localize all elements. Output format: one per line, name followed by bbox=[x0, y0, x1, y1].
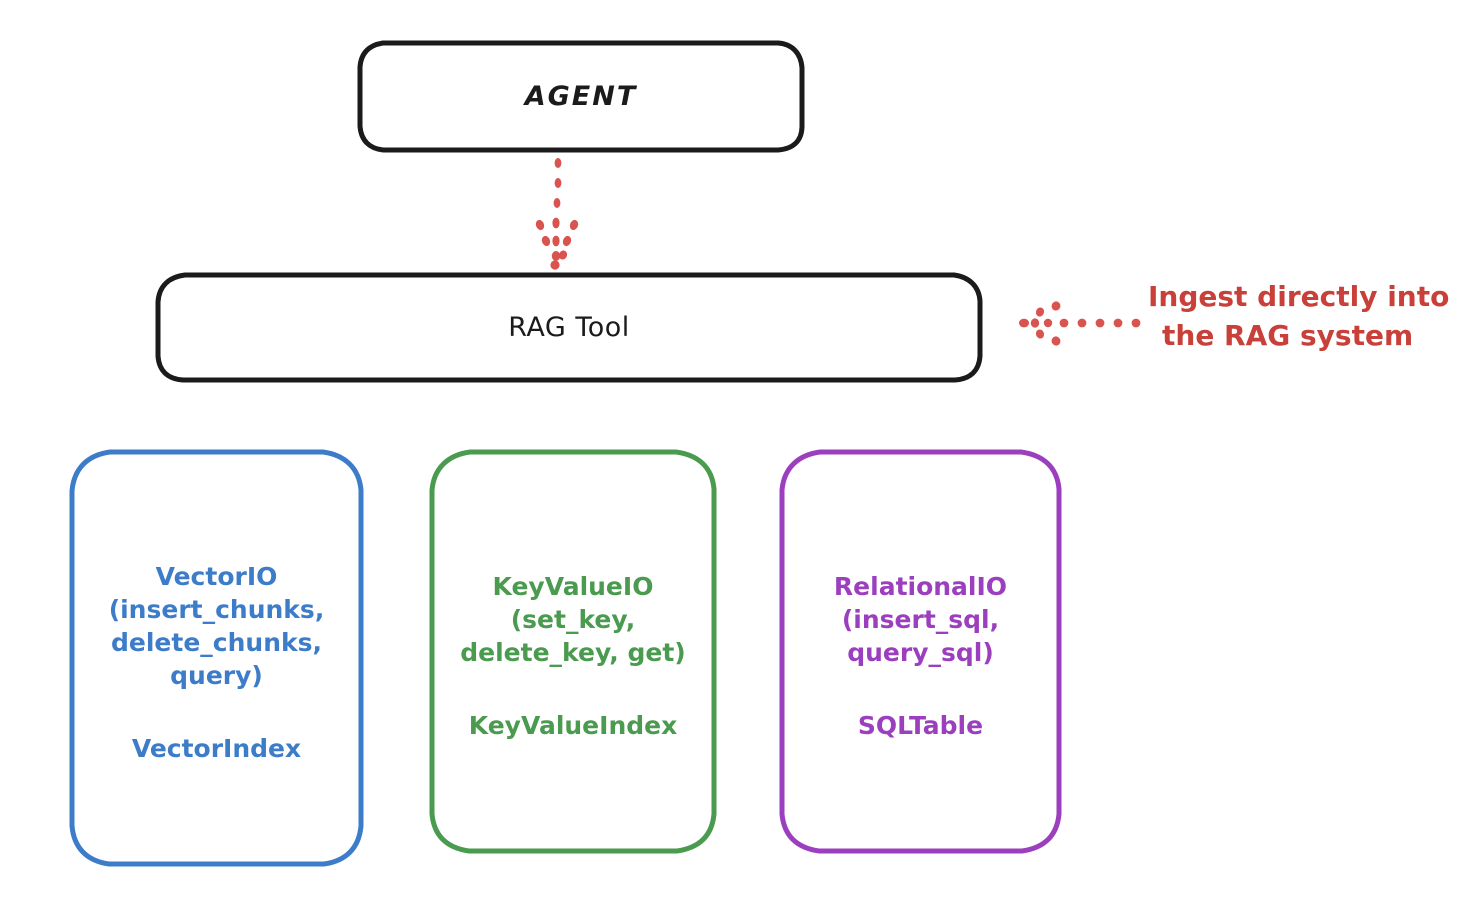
ingest-annotation-line-2: the RAG system bbox=[1162, 318, 1414, 352]
node-vector-io[interactable]: VectorIO (insert_chunks, delete_chunks, … bbox=[68, 448, 365, 868]
key-value-io-api-line-1: KeyValueIO bbox=[492, 571, 654, 601]
node-rag-tool[interactable]: RAG Tool bbox=[155, 272, 983, 383]
vector-io-api-line-1: VectorIO bbox=[155, 561, 278, 591]
key-value-io-api-line-2: (set_key, bbox=[510, 604, 636, 634]
relational-io-api-line-1: RelationalIO bbox=[833, 571, 1008, 601]
vector-io-api-line-3: delete_chunks, bbox=[111, 627, 322, 657]
relational-io-api-line-2: (insert_sql, bbox=[841, 604, 1000, 634]
vector-io-api-signature: VectorIO (insert_chunks, delete_chunks, … bbox=[78, 560, 355, 692]
ingest-annotation-line-1: Ingest directly into bbox=[1148, 280, 1450, 313]
relational-io-api-line-3: query_sql) bbox=[847, 637, 994, 667]
rag-tool-label: RAG Tool bbox=[508, 312, 630, 343]
node-key-value-io[interactable]: KeyValueIO (set_key, delete_key, get) Ke… bbox=[428, 448, 718, 855]
relational-io-api-signature: RelationalIO (insert_sql, query_sql) bbox=[788, 570, 1053, 669]
vector-io-api-line-4: query) bbox=[170, 660, 263, 690]
agent-label: AGENT bbox=[524, 81, 638, 112]
ingest-annotation: Ingest directly into the RAG system bbox=[1148, 278, 1478, 355]
node-agent[interactable]: AGENT bbox=[357, 40, 805, 153]
key-value-io-index-name: KeyValueIndex bbox=[468, 710, 678, 740]
relational-io-index-name: SQLTable bbox=[857, 710, 984, 740]
key-value-io-api-line-3: delete_key, get) bbox=[460, 637, 686, 667]
ingest-dotted-arrow bbox=[1019, 301, 1141, 346]
vector-io-index-name: VectorIndex bbox=[131, 733, 302, 763]
key-value-io-api-signature: KeyValueIO (set_key, delete_key, get) bbox=[438, 570, 708, 669]
vector-io-api-line-2: (insert_chunks, bbox=[108, 594, 325, 624]
node-relational-io[interactable]: RelationalIO (insert_sql, query_sql) SQL… bbox=[778, 448, 1063, 855]
agent-to-rag-dotted-arrow bbox=[535, 158, 579, 270]
